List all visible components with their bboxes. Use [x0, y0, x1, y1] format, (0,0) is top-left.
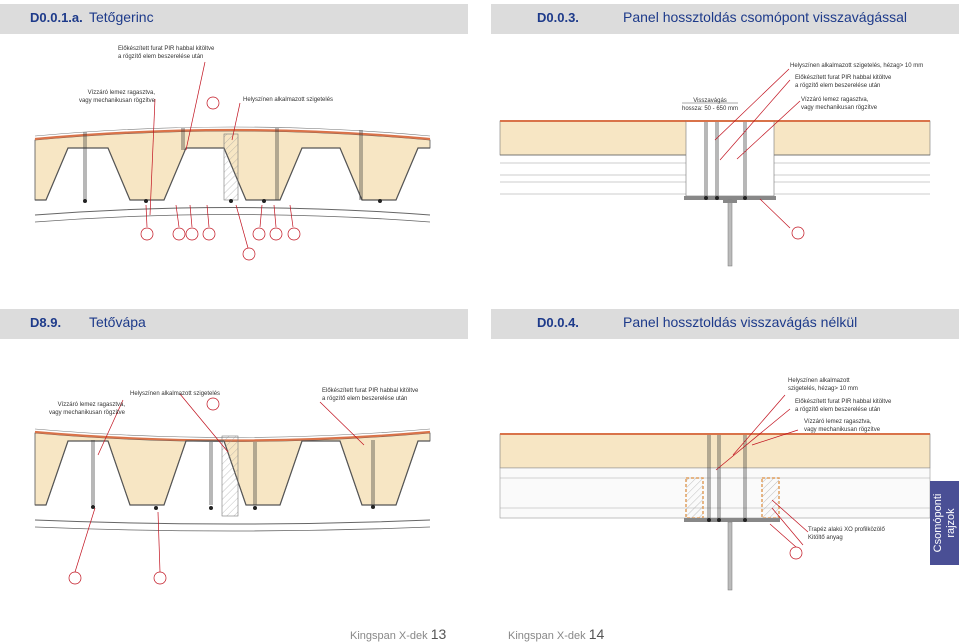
annotation-site-insulation: Helyszínen alkalmazott szigetelés [243, 97, 333, 105]
footer-brand: Kingspan X-dek [350, 630, 428, 642]
annotation-pir-hole: Előkészített furat PIR habbal kitöltve a… [795, 75, 891, 90]
annotation-line: Vízzáró lemez ragasztva, [57, 402, 125, 408]
annotation-membrane: Vízzáró lemez ragasztva, vagy mechanikus… [40, 402, 125, 417]
section-code: D0.0.3. [537, 10, 579, 25]
annotation-line: Visszavágás [693, 98, 727, 104]
annotation-line: hossza: 50 - 650 mm [681, 105, 739, 112]
valley-drawing [34, 393, 431, 585]
annotation-line: Előkészített furat PIR habbal kitöltve [118, 46, 215, 52]
annotation-line: a rögzítő elem beszerelése után [795, 406, 881, 413]
page-number: 13 [430, 626, 447, 642]
section-code: D8.9. [30, 315, 62, 330]
annotation-site-insulation: Helyszínen alkalmazott szigetelés [130, 391, 220, 399]
annotation-line: a rögzítő elem beszerelése után [118, 53, 204, 60]
joint-nocut-drawing [499, 394, 931, 591]
section-title: Panel hossztoldás csomópont visszavágáss… [623, 9, 908, 25]
annotation-line: a rögzítő elem beszerelése után [322, 395, 408, 402]
page-number: 14 [588, 626, 605, 642]
section-header-top-right: D0.0.3. Panel hossztoldás csomópont viss… [491, 4, 959, 34]
annotation-line: Helyszínen alkalmazott szigetelés [243, 97, 334, 103]
annotation-membrane: Vízzáró lemez ragasztva, vagy mechanikus… [804, 419, 880, 434]
annotation-pir-hole: Előkészített furat PIR habbal kitöltve a… [795, 399, 891, 414]
annotation-site-insulation-gap: Helyszínen alkalmazott szigetelés, hézag… [788, 378, 858, 393]
annotation-line: Trapéz alakú XO profilközölő [808, 527, 885, 533]
section-header-bottom-left: D8.9. Tetővápa [0, 309, 468, 339]
annotation-pir-hole: Előkészített furat PIR habbal kitöltve a… [322, 388, 418, 403]
joint-cut-drawing [499, 68, 931, 267]
annotation-line: a rögzítő elem beszerelése után [795, 82, 881, 89]
annotation-line: Vízzáró lemez ragasztva, [87, 90, 155, 96]
section-header-top-left: D0.0.1.a. Tetőgerinc [0, 4, 468, 34]
annotation-membrane: Vízzáró lemez ragasztva, vagy mechanikus… [70, 90, 155, 105]
section-code: D0.0.1.a. [30, 10, 83, 25]
ridge-drawing [34, 61, 431, 261]
annotation-cut-length: Visszavágás hossza: 50 - 650 mm [675, 98, 745, 113]
section-title: Tetőgerinc [89, 9, 154, 25]
annotation-line: vagy mechanikusan rögzítve [804, 426, 881, 433]
annotation-line: Helyszínen alkalmazott szigetelés [130, 391, 221, 397]
side-tab-line: Csomóponti [931, 493, 944, 553]
section-title: Panel hossztoldás visszavágás nélkül [623, 314, 858, 330]
annotation-line: Vízzáró lemez ragasztva, [804, 419, 872, 425]
footer-right: Kingspan X-dek 14 [508, 626, 604, 642]
footer-brand: Kingspan X-dek [508, 630, 586, 642]
annotation-line: Előkészített furat PIR habbal kitöltve [795, 75, 892, 81]
annotation-line: Kitöltő anyag [808, 534, 843, 541]
annotation-line: Vízzáró lemez ragasztva, [801, 97, 869, 103]
annotation-line: szigetelés, hézag> 10 mm [788, 385, 858, 392]
annotation-line: Előkészített furat PIR habbal kitöltve [322, 388, 419, 394]
annotation-pir-hole: Előkészített furat PIR habbal kitöltve a… [118, 46, 214, 61]
annotation-line: vagy mechanikusan rögzítve [48, 409, 125, 416]
section-code: D0.0.4. [537, 315, 579, 330]
annotation-line: vagy mechanikusan rögzítve [801, 104, 878, 111]
annotation-line: vagy mechanikusan rögzítve [78, 97, 155, 104]
annotation-membrane: Vízzáró lemez ragasztva, vagy mechanikus… [801, 97, 877, 112]
section-header-bottom-right: D0.0.4. Panel hossztoldás visszavágás né… [491, 309, 959, 339]
annotation-trapezoid-filler: Trapéz alakú XO profilközölő Kitöltő any… [808, 527, 885, 542]
annotation-line: Előkészített furat PIR habbal kitöltve [795, 399, 892, 405]
side-tab-line: rajzok [944, 508, 957, 538]
section-title: Tetővápa [89, 314, 146, 330]
annotation-line: Helyszínen alkalmazott [788, 378, 850, 384]
footer-left: Kingspan X-dek 13 [350, 626, 446, 642]
annotation-site-insulation-gap: Helyszínen alkalmazott szigetelés, hézag… [790, 63, 923, 71]
annotation-line: Helyszínen alkalmazott szigetelés, hézag… [790, 63, 924, 69]
